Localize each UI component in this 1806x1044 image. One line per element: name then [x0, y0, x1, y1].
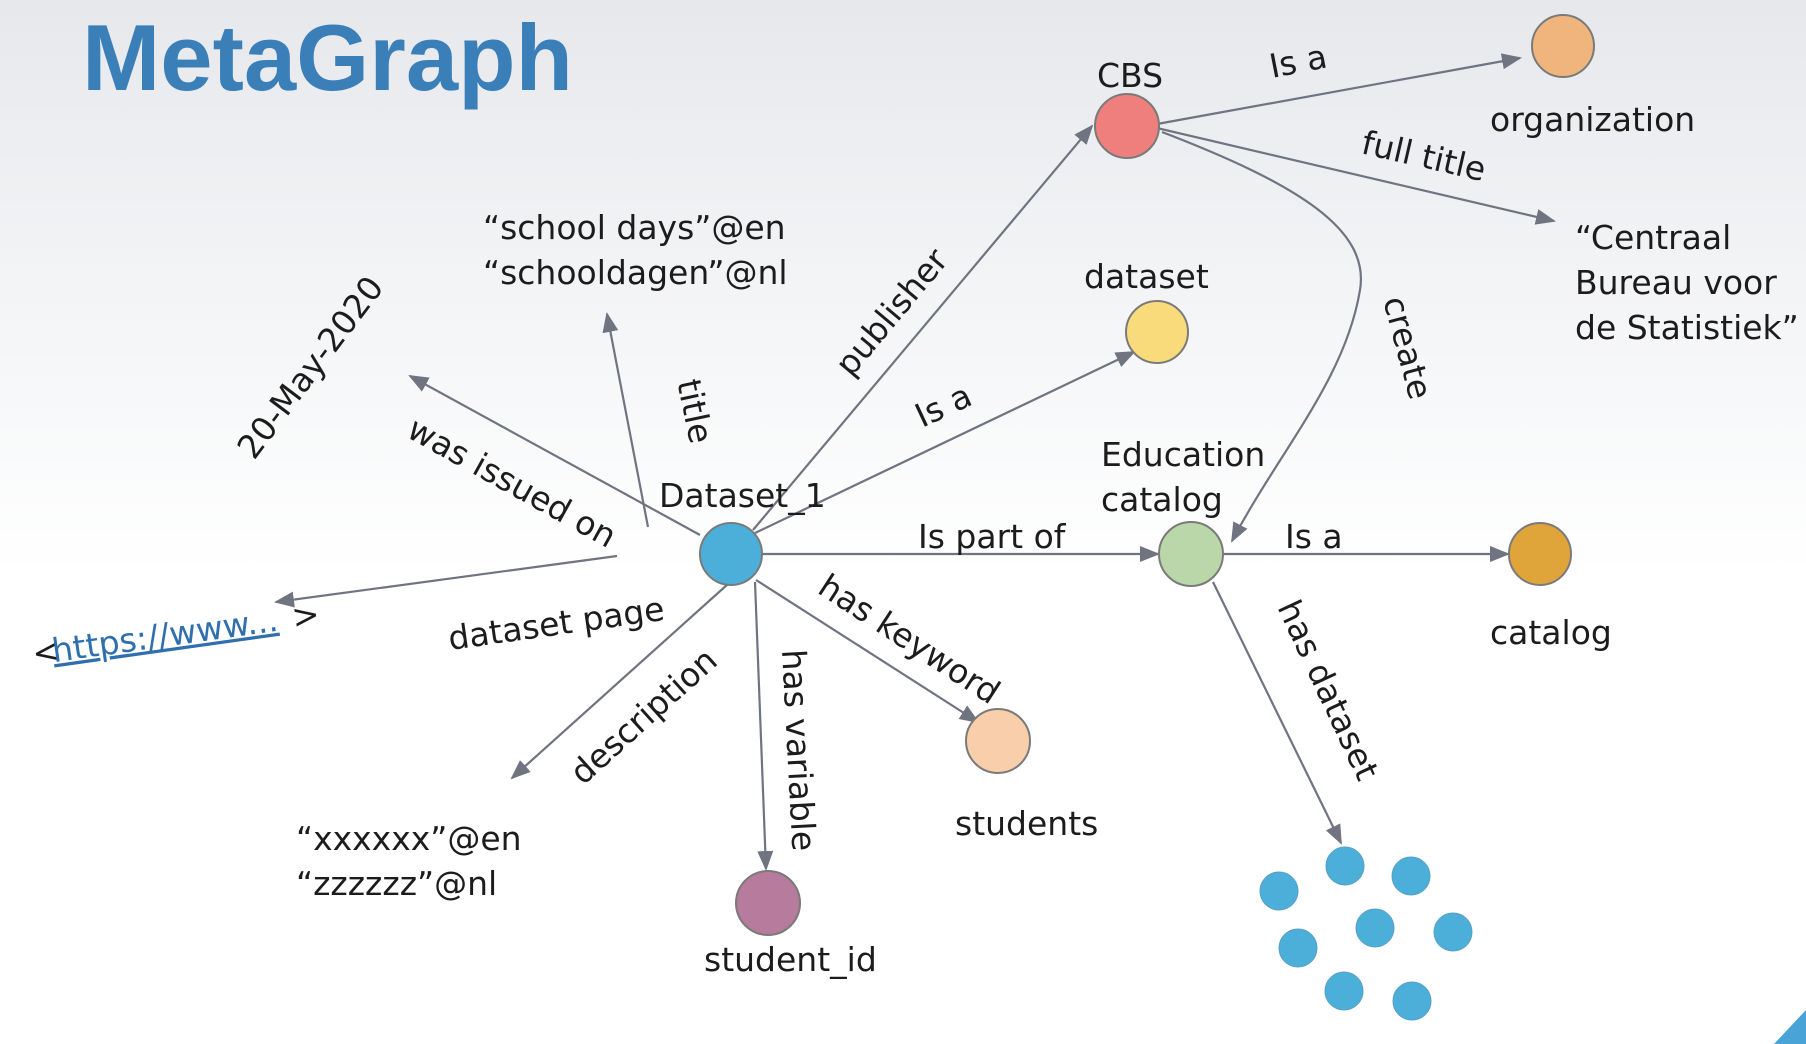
edge-was-issued-on [408, 375, 701, 536]
edge-dataset-page [274, 554, 618, 608]
node-cbs [1094, 93, 1160, 159]
literal-title-en: “school days”@en [483, 208, 786, 247]
dataset-instance [1324, 971, 1364, 1011]
edge-has-dataset [1212, 581, 1342, 845]
node-dataset-class [1125, 300, 1189, 364]
label-edge-has-variable: has variable [774, 648, 824, 852]
label-edge-is-part-of: Is part of [918, 517, 1067, 556]
label-edge-create: create [1375, 292, 1440, 403]
page-title: MetaGraph [82, 5, 573, 110]
literal-full-title-line2: Bureau voor [1575, 263, 1777, 302]
literal-full-title-line3: de Statistiek” [1575, 308, 1799, 347]
dataset-instances-cluster [1259, 846, 1473, 1021]
edge-has-keyword [755, 579, 980, 724]
literal-issued-date: 20-May-2020 [229, 269, 391, 466]
label-cbs: CBS [1097, 56, 1163, 95]
node-students [965, 708, 1031, 774]
node-catalog [1508, 522, 1572, 586]
literal-full-title-line1: “Centraal [1575, 218, 1731, 257]
literal-dataset-page-link: < https://www... > [30, 594, 322, 673]
label-edge-dataset-is-a: Is a [909, 376, 978, 436]
label-edge-catalog-is-a: Is a [1285, 517, 1343, 556]
label-edge-title: title [669, 376, 721, 447]
node-student-id [735, 870, 801, 936]
edge-title [602, 312, 650, 528]
label-students: students [955, 804, 1098, 843]
label-education-catalog-line1: Education [1101, 435, 1265, 474]
node-organization [1531, 14, 1595, 78]
dataset-instance [1278, 928, 1318, 968]
corner-accent [1774, 1010, 1806, 1044]
edge-full-title [1156, 126, 1556, 225]
literal-title-nl: “schooldagen”@nl [483, 253, 788, 292]
dataset-instance [1391, 856, 1431, 896]
link-close-bracket: > [289, 594, 322, 636]
edge-dataset-is-a [754, 351, 1136, 534]
edge-has-variable [753, 581, 774, 871]
label-dataset-class: dataset [1084, 257, 1209, 296]
literal-description-en: “xxxxxx”@en [296, 819, 522, 858]
dataset-instance [1392, 981, 1432, 1021]
literal-description-nl: “zzzzzz”@nl [296, 864, 497, 903]
dataset-instance [1433, 912, 1473, 952]
dataset-instance [1355, 908, 1395, 948]
label-dataset-1: Dataset_1 [659, 476, 826, 515]
edge-description [510, 583, 729, 780]
node-education-catalog [1158, 521, 1224, 587]
label-catalog: catalog [1490, 613, 1612, 652]
edge-create [1161, 130, 1363, 543]
label-edge-dataset-page: dataset page [446, 589, 667, 658]
edge-publisher [752, 124, 1094, 531]
label-edge-cbs-is-a: Is a [1266, 37, 1330, 86]
dataset-instance [1325, 846, 1365, 886]
node-dataset-1 [699, 522, 763, 586]
label-edge-description: description [562, 640, 724, 792]
label-edge-has-keyword: has keyword [812, 566, 1007, 712]
label-student-id: student_id [704, 940, 877, 979]
dataset-instance [1259, 871, 1299, 911]
label-organization: organization [1490, 100, 1695, 139]
link-open-bracket: < [30, 630, 63, 672]
label-edge-has-dataset: has dataset [1270, 594, 1387, 786]
edge-cbs-is-a [1156, 53, 1522, 126]
dataset-page-link[interactable]: https://www... [49, 600, 280, 670]
label-education-catalog-line2: catalog [1101, 480, 1223, 519]
